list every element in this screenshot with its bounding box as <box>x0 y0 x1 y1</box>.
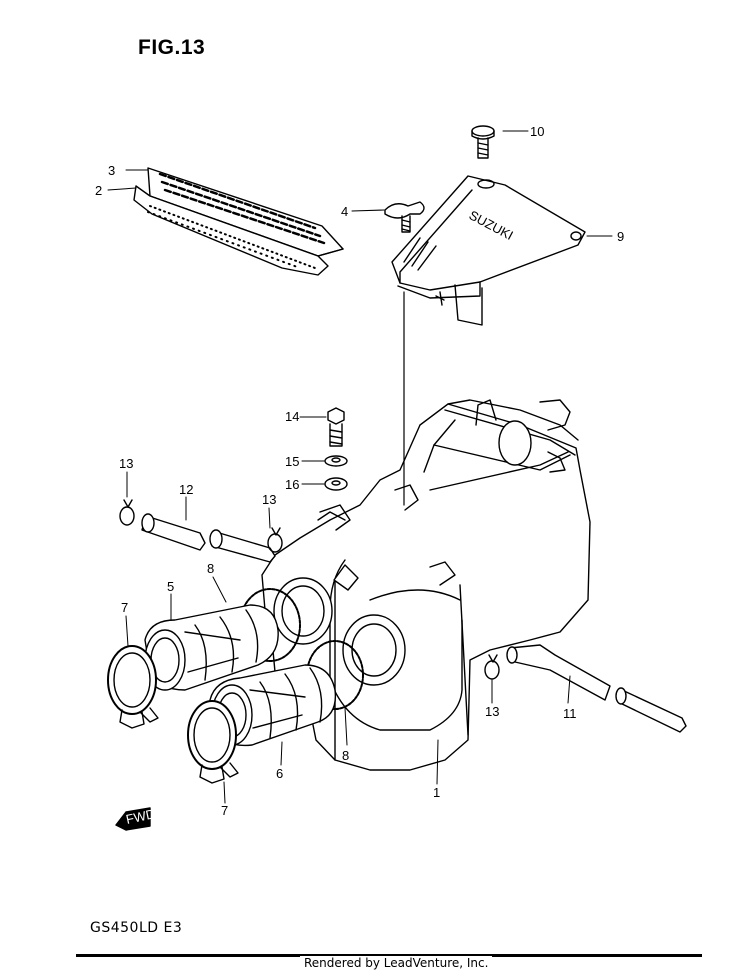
callout-7-upper: 7 <box>121 600 128 615</box>
callout-13-left: 13 <box>119 456 133 471</box>
cushion <box>324 477 348 491</box>
callout-3: 3 <box>108 163 115 178</box>
callout-11: 11 <box>563 706 577 721</box>
wing-bolt <box>384 201 425 233</box>
callout-4: 4 <box>341 204 348 219</box>
callout-13-right: 13 <box>485 704 499 719</box>
air-cleaner-cover <box>391 175 586 326</box>
hose-clamp-lower <box>187 700 239 784</box>
figure-title: FIG.13 <box>138 36 206 59</box>
breather-hose <box>506 644 687 733</box>
drain-hose <box>141 513 276 563</box>
air-filter-element <box>147 167 344 257</box>
callout-12: 12 <box>179 482 193 497</box>
callout-8-lower: 8 <box>342 748 349 763</box>
forward-arrow-icon <box>115 807 151 831</box>
callout-1: 1 <box>433 785 440 800</box>
callout-7-lower: 7 <box>221 803 228 818</box>
callout-5: 5 <box>167 579 174 594</box>
screw <box>471 125 495 159</box>
callout-14: 14 <box>285 409 299 424</box>
air-filter-sponge <box>133 185 329 276</box>
hose-clip-right <box>484 654 500 680</box>
footer-rule <box>76 954 702 957</box>
callout-6: 6 <box>276 766 283 781</box>
bolt <box>327 407 345 447</box>
hose-clip-mid <box>267 527 283 553</box>
model-code: GS450LD E3 <box>90 920 183 936</box>
air-cleaner-box <box>261 399 591 771</box>
hose-clip-left <box>119 499 135 526</box>
callout-10: 10 <box>530 124 544 139</box>
leader-lines <box>107 130 613 804</box>
hose-clamp-upper <box>107 645 159 729</box>
footer-credit: Rendered by LeadVenture, Inc. <box>300 956 493 970</box>
callout-15: 15 <box>285 454 299 469</box>
fwd-label: FWD <box>125 806 157 827</box>
callout-9: 9 <box>617 229 624 244</box>
callout-8-upper: 8 <box>207 561 214 576</box>
callout-labels: 3 2 4 10 9 14 15 16 13 12 13 8 5 7 6 7 8… <box>95 124 624 818</box>
callout-2: 2 <box>95 183 102 198</box>
callout-13-mid: 13 <box>262 492 276 507</box>
washer <box>324 455 348 467</box>
callout-16: 16 <box>285 477 299 492</box>
